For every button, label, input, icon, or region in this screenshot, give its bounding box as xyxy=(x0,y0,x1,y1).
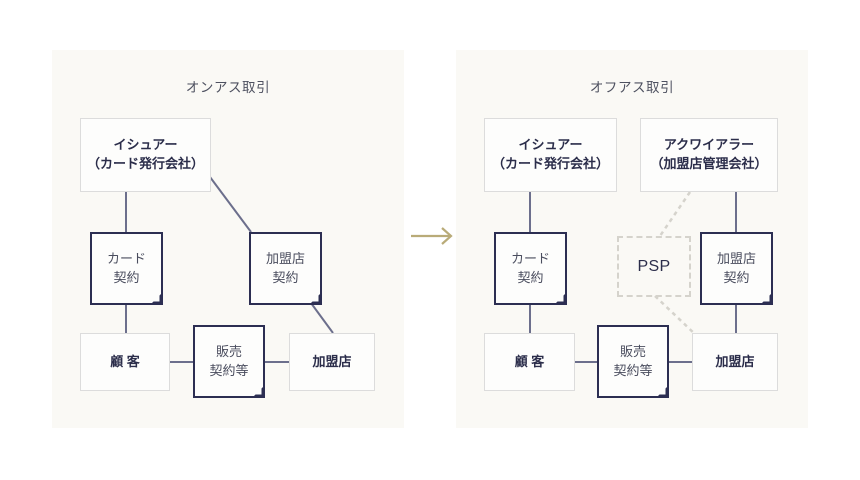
node-offus-merchant[interactable]: 加盟店 xyxy=(692,333,778,391)
node-label: 販売 契約等 xyxy=(209,343,249,378)
node-label: カード 契約 xyxy=(510,250,550,285)
node-label: カード 契約 xyxy=(106,250,146,285)
node-onus-merchant[interactable]: 加盟店 xyxy=(289,333,375,391)
node-label: 販売 契約等 xyxy=(613,343,653,378)
node-onus-sales-contract[interactable]: 販売 契約等 xyxy=(193,325,265,398)
node-label: 加盟店 契約 xyxy=(265,250,305,285)
panel-title-offus: オフアス取引 xyxy=(589,80,675,95)
panel-title-onus: オンアス取引 xyxy=(185,80,271,95)
node-label: PSP xyxy=(637,257,671,275)
node-onus-merchant-contract[interactable]: 加盟店 契約 xyxy=(249,232,322,305)
node-onus-customer[interactable]: 顧 客 xyxy=(80,333,170,391)
node-label: イシュアー （カード発行会社） xyxy=(86,137,204,171)
node-label: イシュアー （カード発行会社） xyxy=(491,137,609,171)
node-offus-merchant-contract[interactable]: 加盟店 契約 xyxy=(700,232,773,305)
node-label: 加盟店 xyxy=(715,353,755,369)
right-arrow-icon xyxy=(410,222,458,250)
node-label: アクワイアラー （加盟店管理会社） xyxy=(650,137,768,171)
node-onus-card-contract[interactable]: カード 契約 xyxy=(90,232,163,305)
node-offus-psp[interactable]: PSP xyxy=(617,236,691,297)
node-label: 加盟店 xyxy=(312,353,352,369)
node-offus-card-contract[interactable]: カード 契約 xyxy=(494,232,567,305)
node-offus-sales-contract[interactable]: 販売 契約等 xyxy=(597,325,669,398)
node-label: 顧 客 xyxy=(514,353,545,369)
node-label: 顧 客 xyxy=(110,353,140,369)
node-offus-issuer[interactable]: イシュアー （カード発行会社） xyxy=(484,118,617,192)
node-label: 加盟店 契約 xyxy=(716,250,756,285)
node-offus-acquirer[interactable]: アクワイアラー （加盟店管理会社） xyxy=(640,118,778,192)
node-offus-customer[interactable]: 顧 客 xyxy=(484,333,575,391)
node-onus-issuer[interactable]: イシュアー （カード発行会社） xyxy=(80,118,211,192)
